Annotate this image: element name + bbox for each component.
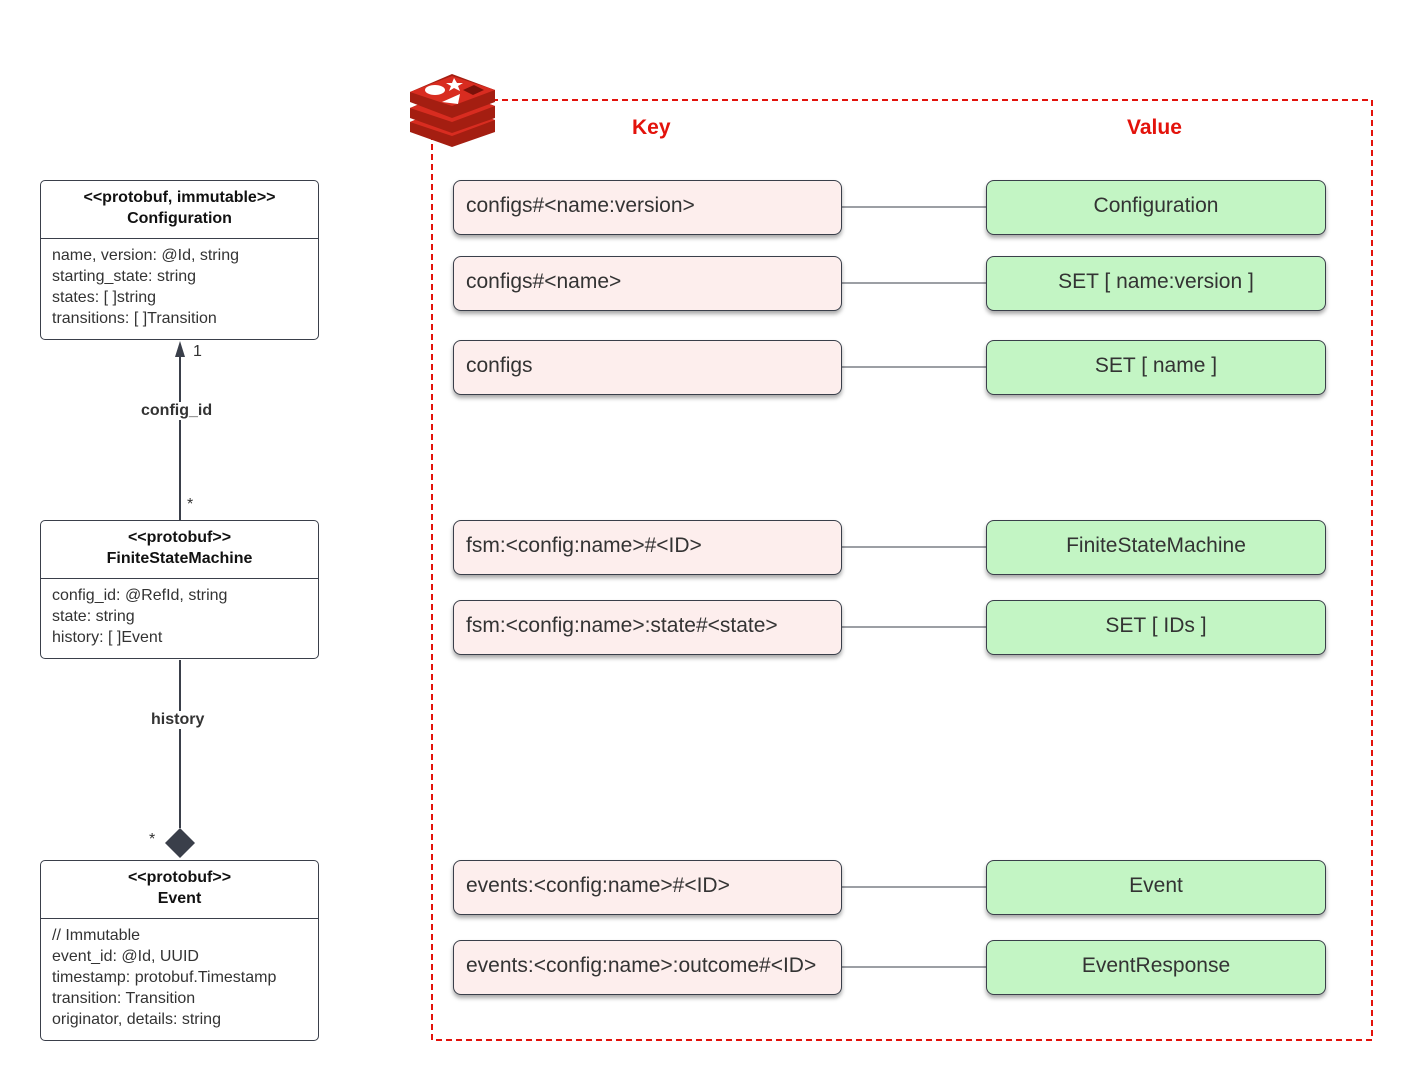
- key-box[interactable]: configs#<name>: [453, 256, 842, 311]
- relation-label-history: history: [151, 711, 205, 729]
- multiplicity-target: 1: [193, 343, 202, 360]
- class-stereotype: <<protobuf>>: [127, 869, 232, 886]
- class-field: history: [ ]Event: [52, 629, 163, 646]
- value-box[interactable]: Configuration: [986, 180, 1326, 235]
- class-event[interactable]: <<protobuf>> Event // Immutable event_id:…: [40, 860, 319, 1041]
- value-box[interactable]: SET [ IDs ]: [986, 600, 1326, 655]
- relation-label-config-id: config_id: [141, 402, 213, 420]
- class-field: transitions: [ ]Transition: [52, 310, 217, 327]
- class-name: Event: [157, 890, 202, 907]
- class-finite-state-machine[interactable]: <<protobuf>> FiniteStateMachine config_id…: [40, 520, 319, 659]
- class-field: states: [ ]string: [52, 289, 157, 306]
- class-field: config_id: @RefId, string: [52, 587, 228, 604]
- class-field: state: string: [52, 608, 135, 625]
- arrow-head-icon: [175, 341, 185, 357]
- class-name: Configuration: [127, 210, 232, 227]
- key-box[interactable]: events:<config:name>:outcome#<ID>: [453, 940, 842, 995]
- class-field: transition: Transition: [52, 990, 196, 1007]
- class-field: // Immutable: [52, 927, 141, 944]
- class-field: originator, details: string: [52, 1011, 221, 1028]
- value-box[interactable]: EventResponse: [986, 940, 1326, 995]
- key-box[interactable]: configs: [453, 340, 842, 395]
- class-configuration[interactable]: <<protobuf, immutable>> Configuration nam…: [40, 180, 319, 340]
- class-field: event_id: @Id, UUID: [52, 948, 199, 965]
- composition-diamond-icon: [165, 828, 195, 858]
- key-box[interactable]: fsm:<config:name>:state#<state>: [453, 600, 842, 655]
- redis-boundary: [431, 99, 1373, 1041]
- key-box[interactable]: fsm:<config:name>#<ID>: [453, 520, 842, 575]
- mapping-lines: [842, 206, 986, 968]
- class-field: name, version: @Id, string: [52, 247, 239, 264]
- value-box[interactable]: SET [ name:version ]: [986, 256, 1326, 311]
- value-box[interactable]: Event: [986, 860, 1326, 915]
- value-column-header: Value: [1127, 116, 1182, 139]
- class-field: timestamp: protobuf.Timestamp: [52, 969, 277, 986]
- class-stereotype: <<protobuf, immutable>>: [83, 189, 276, 206]
- key-box[interactable]: events:<config:name>#<ID>: [453, 860, 842, 915]
- value-box[interactable]: FiniteStateMachine: [986, 520, 1326, 575]
- multiplicity-source: *: [149, 831, 156, 848]
- multiplicity-source: *: [187, 496, 194, 513]
- key-box[interactable]: configs#<name:version>: [453, 180, 842, 235]
- class-name: FiniteStateMachine: [106, 550, 253, 567]
- key-column-header: Key: [632, 116, 671, 139]
- value-box[interactable]: SET [ name ]: [986, 340, 1326, 395]
- class-stereotype: <<protobuf>>: [127, 529, 232, 546]
- redis-logo-icon: [410, 74, 495, 147]
- class-field: starting_state: string: [52, 268, 197, 285]
